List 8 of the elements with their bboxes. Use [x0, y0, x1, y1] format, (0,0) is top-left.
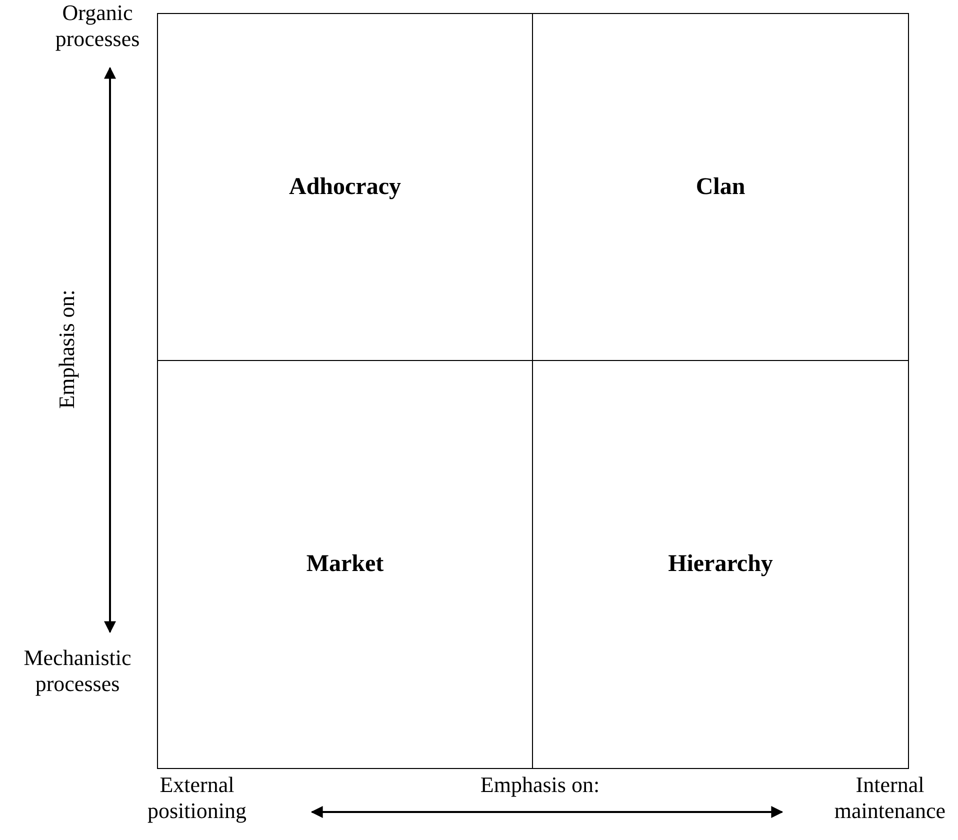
quadrant-box — [532, 13, 909, 361]
quadrant-label: Clan — [696, 174, 746, 200]
quadrant-label: Adhocracy — [289, 174, 401, 200]
quadrant-label: Market — [306, 551, 384, 578]
quadrant-box — [157, 13, 533, 361]
quadrant-box — [532, 360, 909, 769]
quadrant-label: Hierarchy — [668, 551, 773, 578]
quadrant-box — [157, 360, 533, 769]
